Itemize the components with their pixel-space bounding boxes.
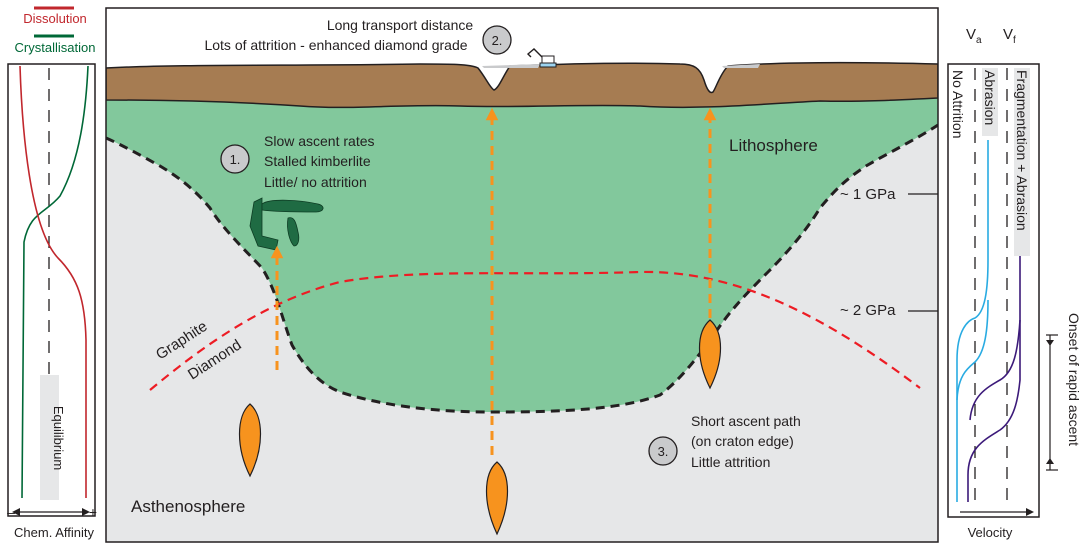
lithosphere-boundary [106,123,938,414]
badge-3 [648,436,678,466]
main-panel-frame [105,7,939,543]
velocity-axis-label: Velocity [968,525,1013,540]
badge-2 [482,25,512,55]
lithosphere-region [106,95,938,412]
abrasion-curve-1 [956,140,989,502]
short-ascent-line-1: Short ascent path [691,413,801,429]
axis-plus: + [89,504,97,520]
affinity-axis-label: Chem. Affinity [14,525,94,540]
badge-1-label: 1. [230,152,241,167]
right-panel: Va Vf No Attrition Abrasion Fragmentatio… [947,26,1082,540]
main-panel: 2. 1. 3. Long transport distance Lots of… [105,7,939,543]
short-ascent-line-3: Little attrition [691,454,770,470]
vf-label: Vf [1003,26,1016,46]
pressure-2-label: ~ 2 GPa [840,302,896,319]
crust-region [106,61,938,109]
velocity-axis-arrow-icon [1026,508,1034,516]
fragmentation-curve-2 [969,319,1021,421]
asthenosphere-label: Asthenosphere [131,497,245,516]
onset-arrow-up-icon [1046,340,1054,346]
left-panel: Dissolution Crystallisation Equilibrium … [7,6,97,540]
kimberlite-droplet-1 [238,403,262,478]
badge-1 [220,144,250,174]
legend-dissolution: Dissolution [23,11,87,26]
stalled-kimberlite [249,197,324,251]
no-attrition-label: No Attrition [950,70,966,138]
va-label: Va [966,26,982,46]
dissolution-curve [19,65,87,498]
kimberlite-droplet-2 [485,461,509,536]
fragmentation-label: Fragmentation + Abrasion [1014,70,1030,231]
abrasion-label-bg [982,68,998,136]
fragmentation-label-bg [1014,68,1030,256]
badge-2-label: 2. [492,33,503,48]
axis-arrow-left-icon [12,508,20,516]
graphite-diamond-boundary [149,270,921,391]
slow-ascent-line-1: Slow ascent rates [264,133,375,149]
excavator-icon [526,48,557,68]
lithosphere-label: Lithosphere [729,136,818,155]
slow-ascent-line-3: Little/ no attrition [264,174,367,190]
short-ascent-line-2: (on craton edge) [691,433,794,449]
transport-line-1: Long transport distance [327,17,474,33]
axis-minus: – [7,504,15,520]
surface-sediment-2 [722,64,760,68]
crystallisation-curve [21,65,89,499]
onset-label: Onset of rapid ascent [1066,313,1082,446]
abrasion-label: Abrasion [982,70,998,125]
kimberlite-droplet-3 [699,319,721,390]
axis-arrow-right-icon [82,508,90,516]
abrasion-curve-2 [956,299,989,401]
equilibrium-label-bg [40,375,59,500]
pressure-1-label: ~ 1 GPa [840,186,896,203]
fragmentation-curve-1 [967,256,1021,502]
legend-crystallisation: Crystallisation [15,40,96,55]
onset-arrow-down-icon [1046,458,1054,464]
badge-3-label: 3. [658,444,669,459]
equilibrium-label: Equilibrium [51,406,66,470]
transport-line-2: Lots of attrition - enhanced diamond gra… [204,37,467,53]
surface-sediment [482,64,540,68]
slow-ascent-line-2: Stalled kimberlite [264,153,371,169]
